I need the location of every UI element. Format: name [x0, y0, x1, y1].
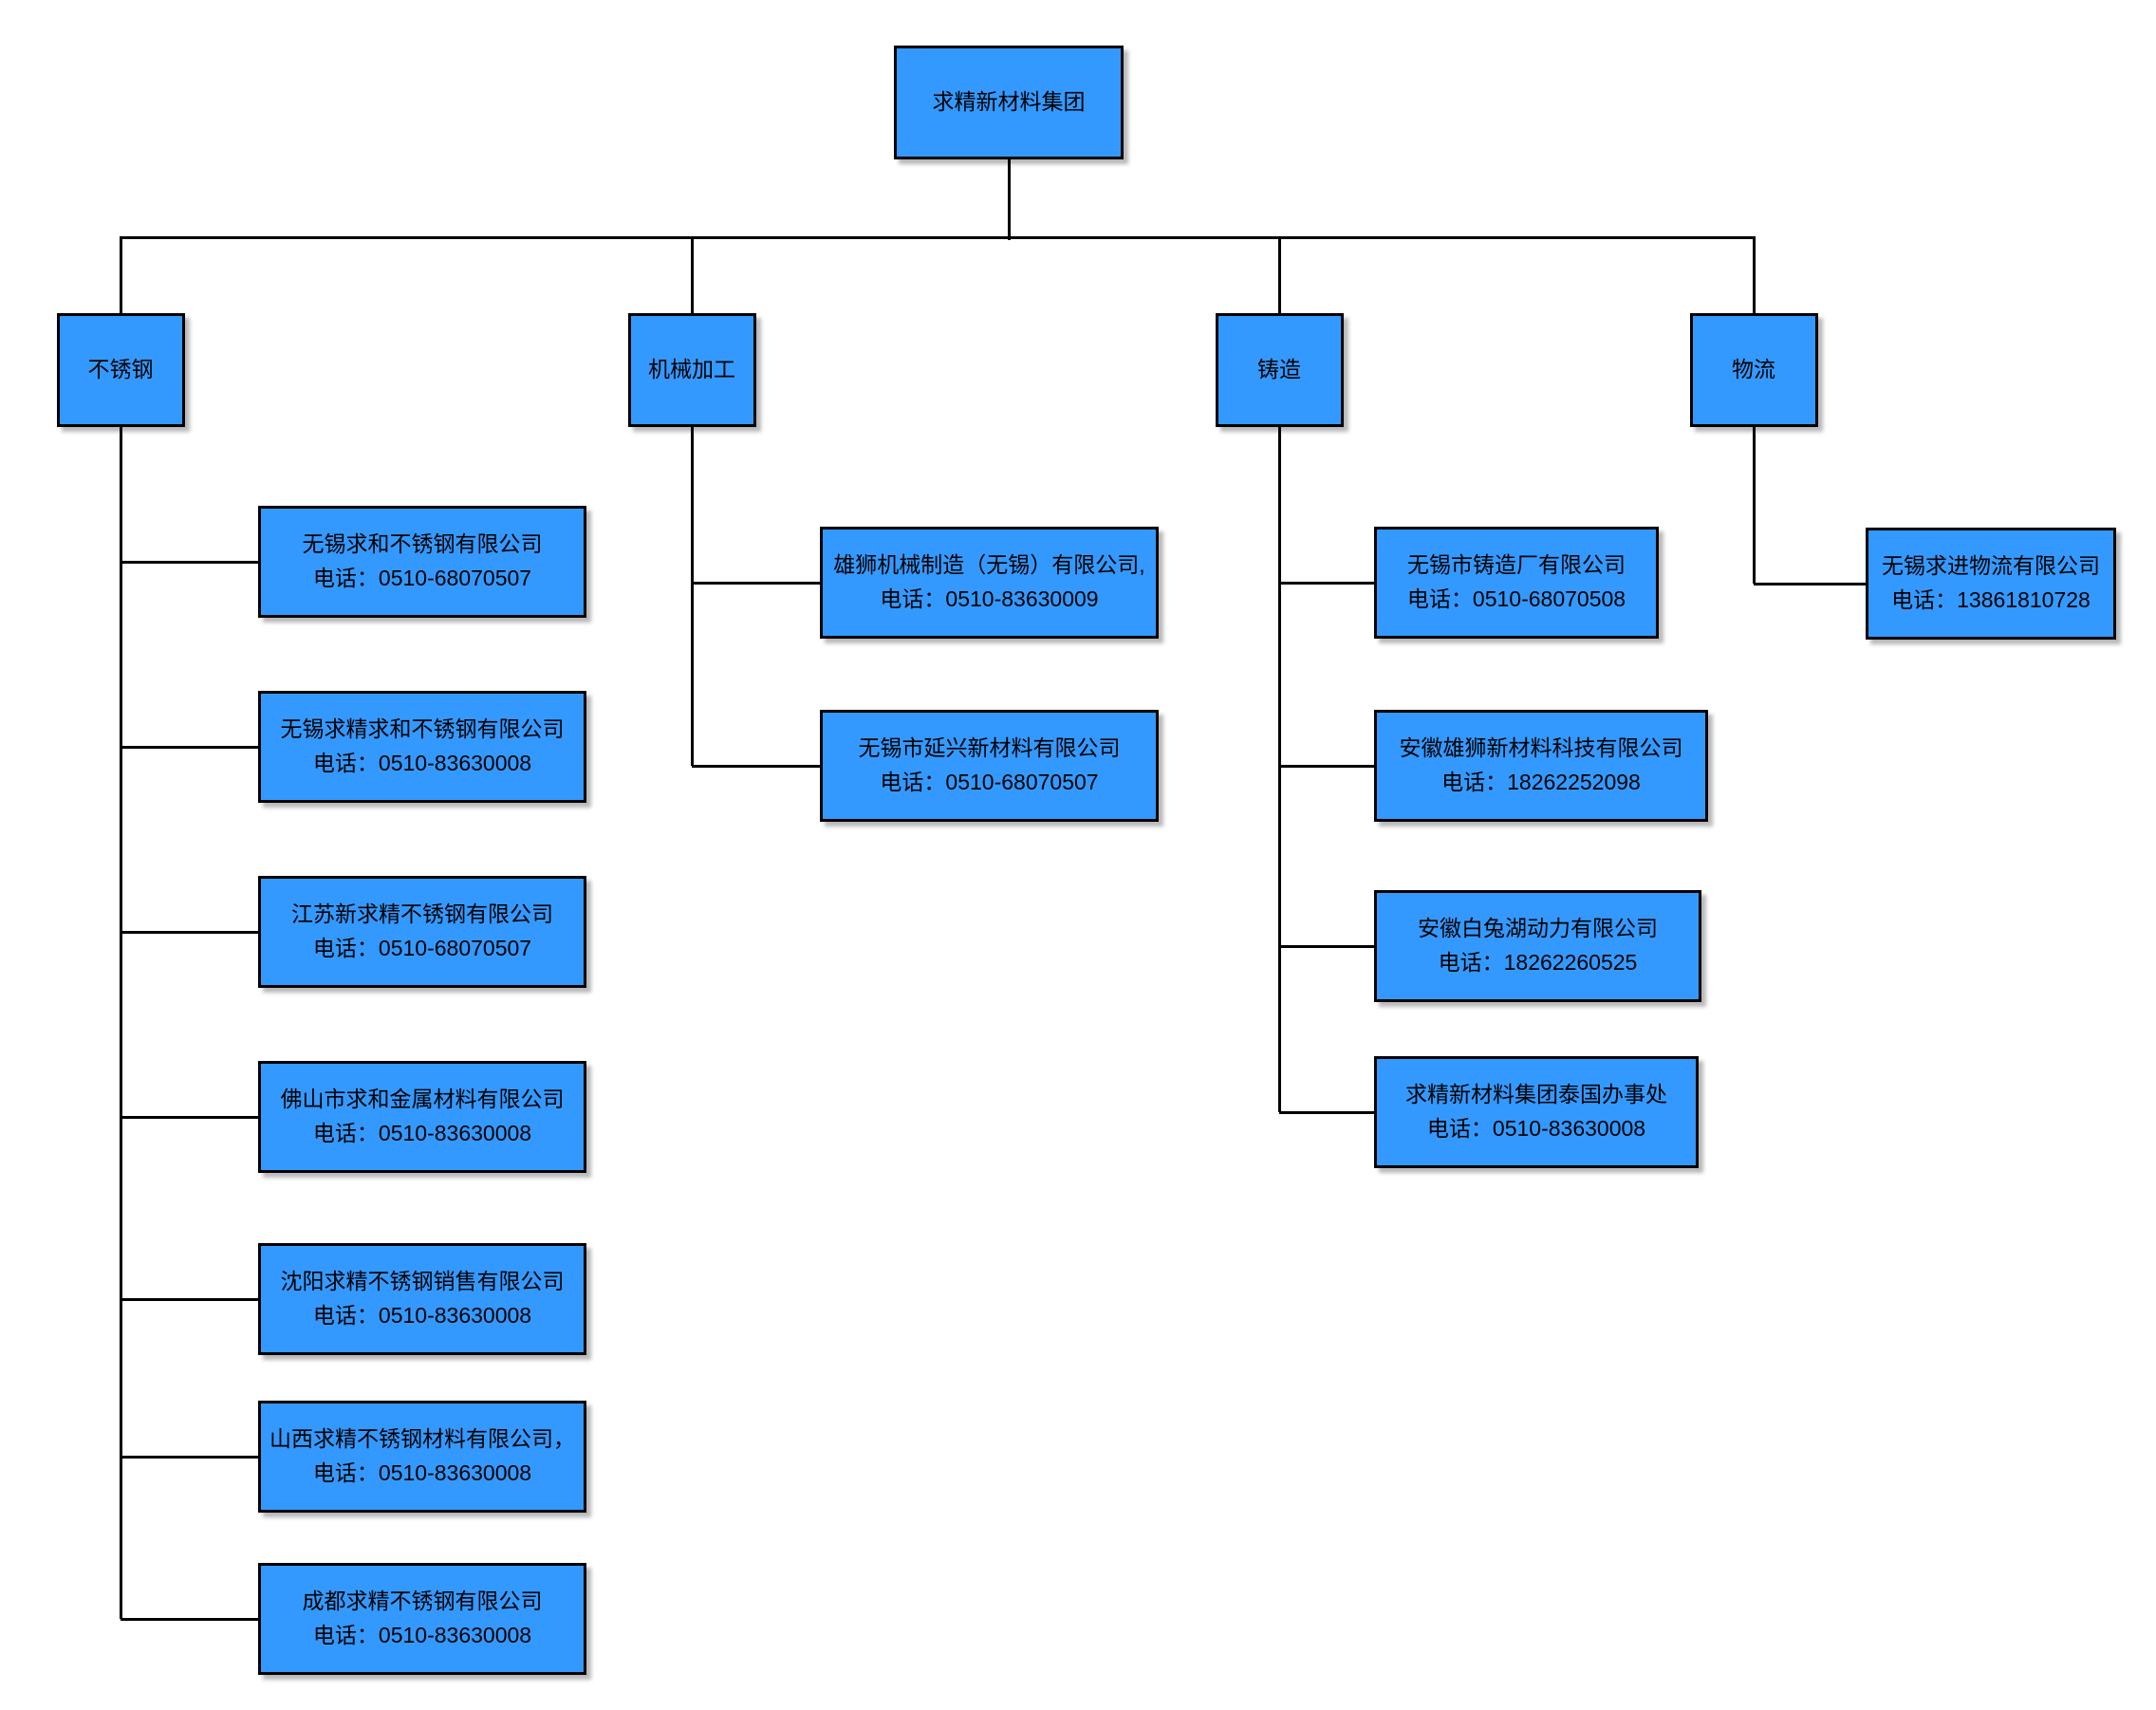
connector-line: [690, 427, 694, 766]
company-node[interactable]: 沈阳求精不锈钢销售有限公司电话：0510-83630008: [258, 1243, 586, 1355]
connector-line: [1277, 237, 1281, 313]
company-name: 无锡市铸造厂有限公司: [1407, 552, 1626, 578]
company-node[interactable]: 无锡市铸造厂有限公司电话：0510-68070508: [1374, 527, 1659, 639]
company-phone: 电话：0510-68070507: [880, 770, 1099, 794]
company-name: 佛山市求和金属材料有限公司: [280, 1087, 565, 1112]
branch-node-0[interactable]: 不锈钢: [56, 313, 185, 427]
root-node-label: 求精新材料集团: [932, 89, 1086, 115]
connector-line: [690, 237, 694, 313]
company-name: 雄狮机械制造（无锡）有限公司,: [833, 552, 1145, 578]
connector-line: [1752, 427, 1756, 584]
connector-line: [692, 581, 820, 585]
company-node[interactable]: 江苏新求精不锈钢有限公司电话：0510-68070507: [258, 876, 586, 988]
company-name: 安徽白兔湖动力有限公司: [1418, 916, 1658, 941]
connector-line: [1754, 582, 1866, 585]
company-node[interactable]: 无锡求进物流有限公司电话：13861810728: [1866, 528, 2116, 640]
company-node[interactable]: 成都求精不锈钢有限公司电话：0510-83630008: [258, 1563, 586, 1675]
company-name: 求精新材料集团泰国办事处: [1405, 1082, 1667, 1107]
company-phone: 电话：0510-83630008: [312, 751, 532, 775]
company-phone: 电话：0510-68070507: [312, 936, 532, 960]
branch-node-label: 不锈钢: [87, 357, 154, 382]
company-phone: 电话：0510-83630009: [880, 586, 1099, 611]
connector-line: [1279, 1110, 1374, 1114]
connector-line: [119, 237, 122, 313]
company-name: 无锡求和不锈钢有限公司: [302, 531, 543, 557]
branch-node-label: 机械加工: [648, 357, 735, 382]
company-phone: 电话：18262252098: [1441, 770, 1641, 794]
company-phone: 电话：0510-83630008: [1426, 1116, 1646, 1141]
company-phone: 电话：0510-83630008: [312, 1303, 532, 1328]
connector-line: [119, 427, 122, 1619]
connector-line: [121, 560, 258, 564]
company-name: 山西求精不锈钢材料有限公司，: [270, 1426, 575, 1452]
company-phone: 电话：0510-83630008: [312, 1121, 532, 1145]
connector-line: [119, 235, 1756, 239]
connector-line: [1279, 581, 1374, 585]
company-node[interactable]: 雄狮机械制造（无锡）有限公司, 电话：0510-83630009: [820, 527, 1159, 639]
connector-line: [121, 930, 258, 934]
company-phone: 电话：0510-68070507: [312, 566, 532, 590]
connector-line: [121, 1455, 258, 1459]
company-node[interactable]: 无锡市延兴新材料有限公司电话：0510-68070507: [820, 710, 1159, 822]
root-node[interactable]: 求精新材料集团: [894, 46, 1124, 159]
company-phone: 电话：13861810728: [1891, 587, 2091, 612]
company-name: 无锡求进物流有限公司: [1882, 553, 2100, 579]
branch-node-2[interactable]: 铸造: [1215, 313, 1344, 427]
company-phone: 电话：0510-83630008: [312, 1460, 532, 1485]
branch-node-label: 物流: [1732, 357, 1775, 382]
company-phone: 电话：0510-68070508: [1406, 586, 1626, 611]
company-node[interactable]: 求精新材料集团泰国办事处电话：0510-83630008: [1374, 1056, 1699, 1168]
company-node[interactable]: 无锡求和不锈钢有限公司电话：0510-68070507: [258, 506, 586, 618]
connector-line: [121, 1617, 258, 1621]
company-node[interactable]: 无锡求精求和不锈钢有限公司电话：0510-83630008: [258, 691, 586, 803]
company-node[interactable]: 山西求精不锈钢材料有限公司， 电话：0510-83630008: [258, 1401, 586, 1513]
connector-line: [1752, 237, 1756, 313]
branch-node-1[interactable]: 机械加工: [627, 313, 756, 427]
connector-line: [1007, 159, 1011, 240]
connector-line: [1279, 764, 1374, 768]
branch-node-label: 铸造: [1257, 357, 1301, 382]
company-name: 无锡求精求和不锈钢有限公司: [280, 716, 565, 742]
company-node[interactable]: 安徽白兔湖动力有限公司电话：18262260525: [1374, 890, 1701, 1002]
connector-line: [121, 745, 258, 749]
company-name: 无锡市延兴新材料有限公司: [858, 735, 1121, 761]
company-name: 沈阳求精不锈钢销售有限公司: [280, 1269, 565, 1294]
connector-line: [1279, 944, 1374, 948]
connector-line: [692, 764, 820, 768]
connector-line: [121, 1297, 258, 1301]
connector-line: [1277, 427, 1281, 1112]
company-name: 江苏新求精不锈钢有限公司: [291, 901, 553, 927]
company-name: 成都求精不锈钢有限公司: [302, 1589, 543, 1614]
company-phone: 电话：18262260525: [1438, 950, 1638, 975]
company-name: 安徽雄狮新材料科技有限公司: [1399, 735, 1683, 761]
connector-line: [121, 1115, 258, 1119]
company-node[interactable]: 安徽雄狮新材料科技有限公司电话：18262252098: [1374, 710, 1708, 822]
company-node[interactable]: 佛山市求和金属材料有限公司电话：0510-83630008: [258, 1061, 586, 1173]
branch-node-3[interactable]: 物流: [1689, 313, 1818, 427]
company-phone: 电话：0510-83630008: [312, 1623, 532, 1647]
